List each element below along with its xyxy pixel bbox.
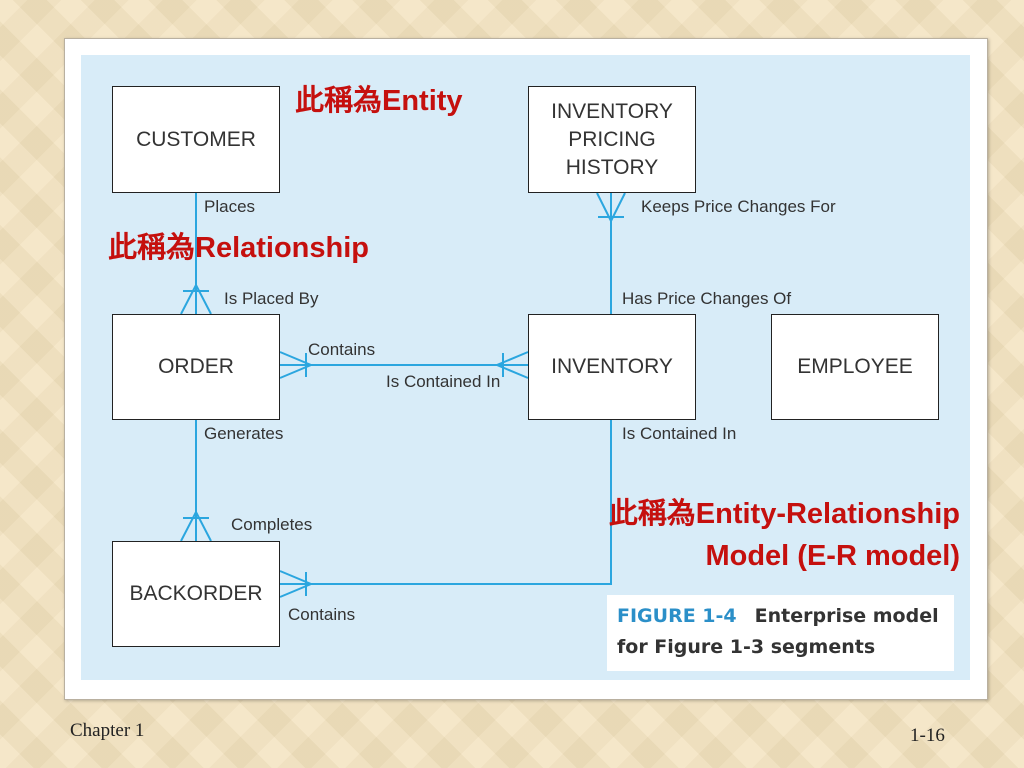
backorder-inventory-connector (280, 420, 612, 585)
rel-is-placed-by: Is Placed By (224, 289, 319, 308)
figure-label: FIGURE 1-4 (617, 605, 737, 627)
annotation-entity: 此稱為Entity (295, 85, 463, 117)
entity-customer: CUSTOMER (112, 86, 280, 193)
figure-caption: FIGURE 1-4 Enterprise model for Figure 1-… (607, 595, 954, 671)
rel-keeps-price-changes-for: Keeps Price Changes For (641, 197, 836, 216)
connector-lines (180, 192, 626, 598)
rel-is-contained-in-order: Is Contained In (386, 372, 501, 391)
caption-line-1: FIGURE 1-4 Enterprise model (617, 601, 944, 632)
rel-contains-order: Contains (308, 340, 376, 359)
crowsfoot-order-top (180, 282, 212, 315)
crowsfoot-backorder-right (279, 570, 314, 598)
entity-employee: EMPLOYEE (771, 314, 939, 420)
rel-places: Places (204, 197, 256, 216)
rel-is-contained-in-backorder: Is Contained In (622, 424, 737, 443)
crowsfoot-order-right (279, 351, 314, 379)
annotation-er-model-line1: 此稱為Entity-Relationship (608, 498, 960, 530)
crowsfoot-inventory-left (494, 351, 529, 379)
figure-title-line1: Enterprise model (754, 605, 939, 627)
entity-inventory: INVENTORY (528, 314, 696, 420)
entity-backorder: BACKORDER (112, 541, 280, 647)
footer-chapter: Chapter 1 (70, 720, 145, 741)
rel-has-price-changes-of: Has Price Changes Of (622, 289, 792, 308)
entity-inventory-pricing-history: INVENTORY PRICING HISTORY (528, 86, 696, 193)
slide-frame: CUSTOMER INVENTORY PRICING HISTORY ORDER… (64, 38, 988, 700)
annotation-relationship: 此稱為Relationship (108, 232, 370, 264)
crowsfoot-backorder-top (180, 509, 212, 542)
annotation-er-model-line2: Model (E-R model) (705, 540, 960, 572)
er-diagram: CUSTOMER INVENTORY PRICING HISTORY ORDER… (81, 55, 970, 680)
rel-completes: Completes (231, 515, 313, 534)
rel-generates: Generates (204, 424, 284, 443)
footer-page-number: 1-16 (910, 725, 945, 746)
crowsfoot-history-bottom (596, 192, 626, 224)
entity-order: ORDER (112, 314, 280, 420)
figure-title-line2: for Figure 1-3 segments (617, 636, 876, 658)
rel-contains-backorder: Contains (288, 605, 356, 624)
